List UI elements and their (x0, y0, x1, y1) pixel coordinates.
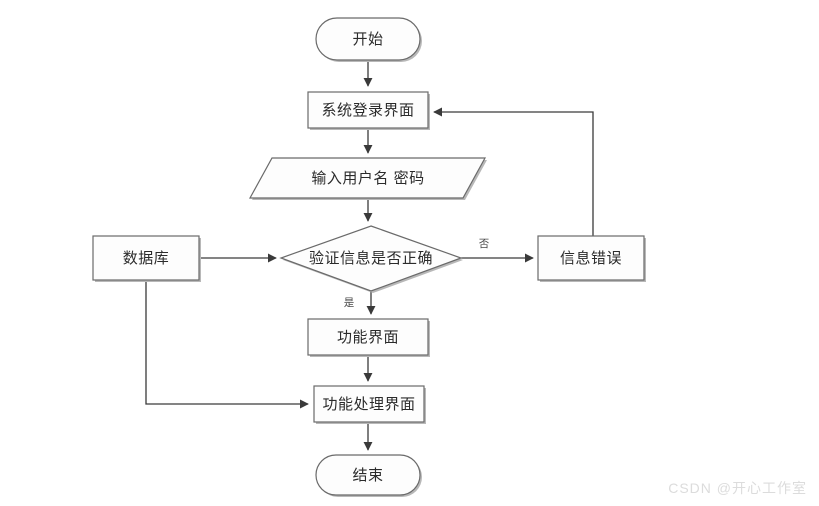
node-end-label: 结束 (352, 467, 383, 484)
node-login[interactable]: 系统登录界面 (307, 91, 430, 130)
node-function-shape (307, 318, 429, 356)
node-processing-shape (313, 385, 425, 423)
edge-layer (145, 60, 594, 451)
node-end-shape (315, 454, 421, 496)
node-error-shape (537, 235, 645, 281)
node-start[interactable]: 开始 (315, 17, 422, 62)
node-layer: 开始 系统登录界面 输入用户名 密码 验证信息是否正确 (92, 17, 646, 497)
node-end[interactable]: 结束 (315, 454, 422, 497)
node-input-shape (248, 157, 487, 199)
edge-database-to-processing (145, 280, 309, 409)
node-verify[interactable]: 验证信息是否正确 (279, 225, 463, 293)
node-start-label: 开始 (352, 31, 383, 48)
node-database[interactable]: 数据库 (92, 235, 201, 282)
edge-error-to-login (433, 107, 594, 236)
node-processing[interactable]: 功能处理界面 (313, 385, 426, 424)
edge-label-layer: 否 是 (344, 238, 490, 309)
node-verify-label: 验证信息是否正确 (309, 250, 433, 267)
node-processing-label: 功能处理界面 (322, 396, 415, 413)
node-function[interactable]: 功能界面 (307, 318, 430, 357)
edge-label-no: 否 (479, 238, 490, 250)
node-input[interactable]: 输入用户名 密码 (248, 157, 487, 200)
edge-label-yes: 是 (344, 297, 355, 309)
node-input-label: 输入用户名 密码 (311, 170, 424, 187)
node-function-label: 功能界面 (337, 329, 399, 346)
csdn-watermark: CSDN @开心工作室 (668, 480, 807, 496)
node-database-label: 数据库 (123, 250, 170, 267)
node-login-shape (307, 91, 429, 129)
node-start-shape (315, 17, 421, 61)
node-error-label: 信息错误 (560, 250, 622, 267)
node-error[interactable]: 信息错误 (537, 235, 646, 282)
node-database-shape (92, 235, 200, 281)
node-login-label: 系统登录界面 (321, 102, 414, 119)
node-verify-shape (279, 225, 463, 292)
